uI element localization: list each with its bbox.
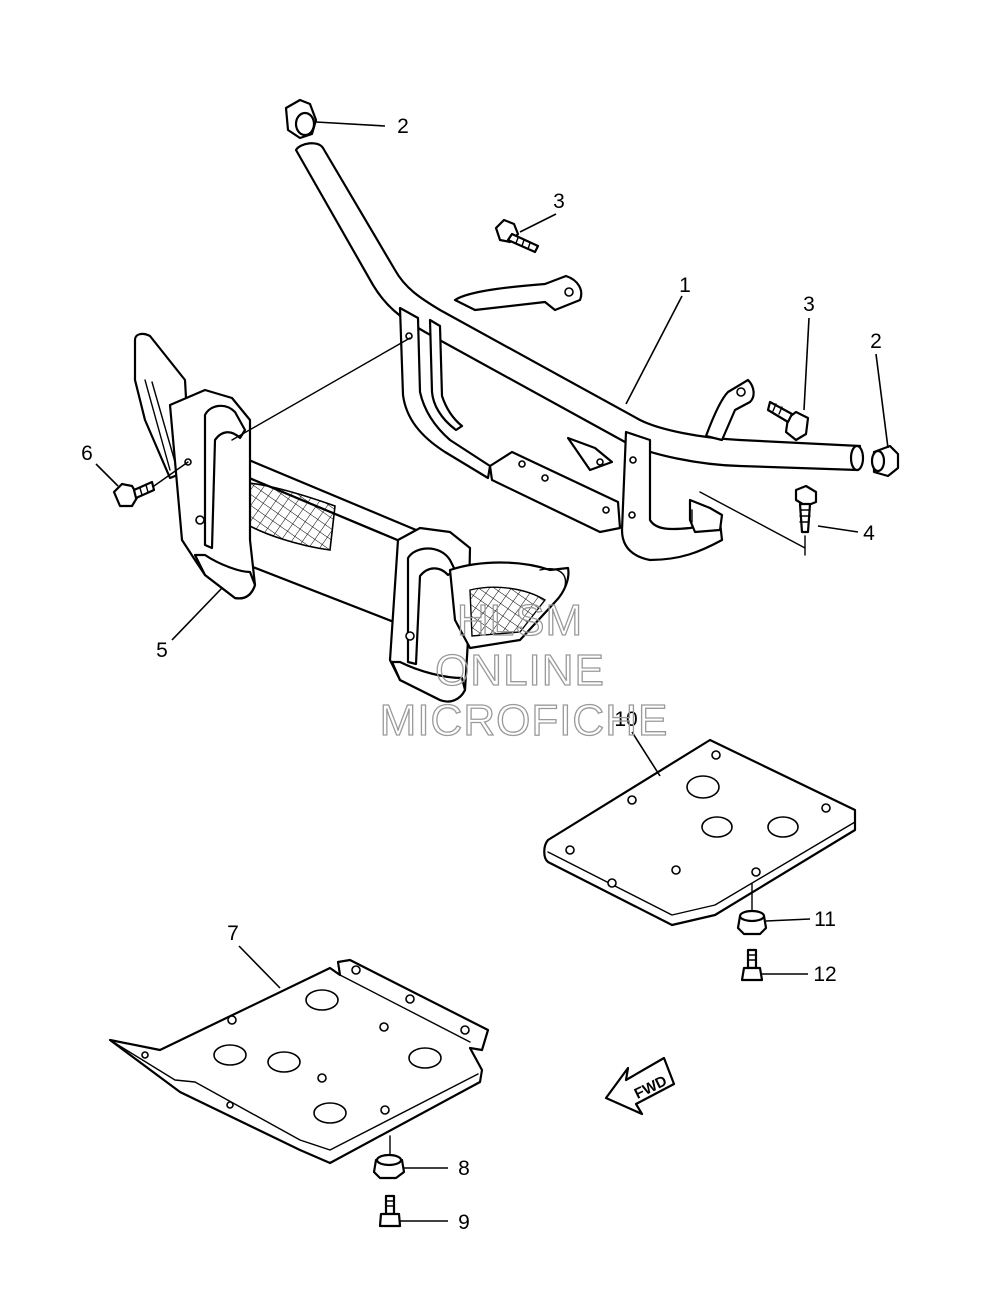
flange-bolt-upper — [494, 218, 540, 254]
callout-12: 12 — [813, 963, 836, 986]
watermark-line-1: HLSM — [457, 596, 583, 645]
callout-7: 7 — [227, 922, 239, 945]
callout-5: 5 — [156, 639, 168, 662]
collar-11 — [736, 909, 768, 936]
bumper-assembly — [133, 332, 570, 703]
skid-plate-lower — [108, 958, 490, 1165]
forward-direction-arrow: FWD — [604, 1056, 676, 1116]
screw-6 — [112, 480, 156, 508]
end-cap-upper — [284, 98, 318, 140]
bolt-12 — [740, 948, 764, 982]
watermark-line-3: MICROFICHE — [380, 696, 669, 745]
leader-lines — [95, 121, 889, 1222]
callout-4: 4 — [863, 522, 875, 545]
callout-9: 9 — [458, 1211, 470, 1234]
front-guard-frame — [294, 142, 865, 562]
callout-11: 11 — [814, 908, 836, 931]
callout-2-upper: 2 — [397, 115, 409, 138]
collar-8 — [372, 1153, 406, 1180]
callout-2-right: 2 — [870, 330, 882, 353]
callout-3-upper: 3 — [553, 190, 565, 213]
bolt-4 — [794, 484, 818, 534]
callout-8: 8 — [458, 1157, 470, 1180]
bolt-9 — [378, 1194, 402, 1228]
flange-bolt-right — [766, 400, 810, 442]
callout-6: 6 — [81, 442, 93, 465]
callout-3-right: 3 — [803, 293, 815, 316]
watermark-line-2: ONLINE — [435, 646, 605, 695]
callout-10: 10 — [614, 708, 637, 731]
skid-plate-upper — [543, 738, 857, 927]
end-cap-right — [870, 444, 900, 478]
callout-1: 1 — [679, 274, 691, 297]
watermark: HLSM ONLINE MICROFICHE — [379, 595, 669, 745]
